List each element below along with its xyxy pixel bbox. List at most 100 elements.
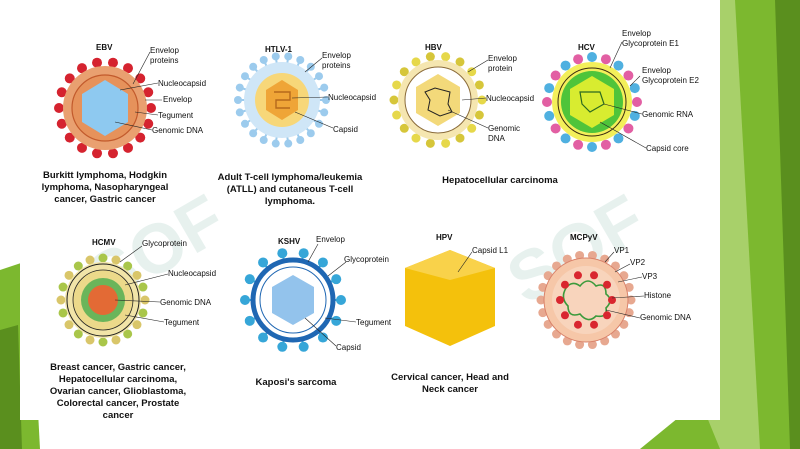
htlv1-spike [271,139,280,148]
hpv-caption-2: Neck cancer [422,384,478,395]
hcv-spike [560,133,571,144]
ebv-leader-5 [114,121,153,131]
ebv-spike [123,142,133,153]
htlv1-spike [296,55,305,64]
htlv1-spike [284,139,293,148]
virus-hcmv: HCMV Glycoprotein Nucleocapsid Genomic D… [50,238,216,421]
mcpyv-leader-3 [617,276,643,283]
hbv-spike [441,52,451,62]
virus-hbv: HBV Envelop protein Nucleocapsid Genomic… [389,43,559,186]
ebv-spike [56,87,67,98]
hbv-spike [399,123,409,133]
mcpyv-histone [590,320,599,329]
htlv1-spike [284,52,293,61]
mcpyv-histone [573,320,582,329]
ebv-spike [92,148,103,159]
ebv-spike [123,63,133,74]
hcv-leader-3 [603,103,643,115]
hcmv-spike [64,270,74,280]
ebv-spike [135,73,146,84]
hbv-label-protein: protein [488,64,512,73]
hcv-title: HCV [578,43,596,52]
ebv-label-envelop: Envelop [150,46,179,55]
hcmv-spike [98,337,108,347]
htlv1-spike [306,129,315,138]
hcmv-spike [85,255,95,265]
kshv-leader-1 [307,243,319,263]
mcpyv-label-vp2: VP2 [630,258,646,267]
hcv-spike [613,133,624,144]
kshv-leader-4 [304,317,337,347]
kshv-spike [317,332,328,343]
mcpyv-spike [536,295,546,305]
hcv-label-glycoprotein-e1: Glycoprotein E1 [622,39,679,48]
kshv-spike [317,257,328,268]
hbv-spike [425,52,435,62]
hcmv-leader-1 [119,245,143,263]
ebv-spike [64,73,75,84]
htlv1-spike [249,129,258,138]
mcpyv-histone [590,271,599,280]
hcmv-genomic-dna [88,285,118,315]
ebv-spike [107,148,118,159]
hcmv-caption-2: Hepatocellular carcinoma, [59,374,177,385]
ebv-label-tegument: Tegument [158,111,194,120]
hcv-capsid-core [570,76,614,128]
ebv-spike [54,103,64,113]
kshv-label-envelop: Envelop [316,235,345,244]
ebv-spike [77,63,87,74]
htlv1-spike [322,96,330,104]
ebv-caption-3: cancer, Gastric cancer [54,194,156,205]
htlv1-label-proteins: proteins [322,61,350,70]
kshv-leader-2 [327,261,347,277]
hbv-leader-1 [467,59,489,73]
kshv-spike [298,248,309,259]
hcv-genomic-rna [579,91,605,113]
kshv-label-glycoprotein: Glycoprotein [344,255,389,264]
ebv-label-genomic-dna: Genomic DNA [152,126,204,135]
hcmv-caption-3: Ovarian cancer, Glioblastoma, [50,386,186,397]
htlv1-caption-3: lymphoma. [265,196,315,207]
hbv-spike [411,133,421,143]
kshv-spike [258,332,269,343]
hbv-spike [467,123,477,133]
hcmv-caption-4: Colorectal cancer, Prostate [57,398,180,409]
ebv-label-proteins: proteins [150,56,178,65]
hcv-label-genomic-rna: Genomic RNA [642,110,694,119]
kshv-spike [336,295,346,305]
htlv1-spike [234,96,242,104]
hbv-label-genomic: Genomic [488,124,520,133]
virus-ebv: EBV Envelop proteins Nucleocapsid Envelo… [42,43,206,205]
hcmv-spike [138,282,148,292]
htlv1-spike [315,72,324,81]
mcpyv-leader-5 [605,309,641,319]
kshv-spike [240,295,250,305]
htlv1-spike [259,55,268,64]
virus-hcv: HCV Envelop Glycoprotein E1 Envelop Glyc… [542,29,699,153]
htlv1-title: HTLV-1 [265,45,293,54]
htlv1-label-nucleocapsid: Nucleocapsid [328,93,376,102]
hbv-spike [425,138,435,148]
kshv-spike [258,257,269,268]
hpv-capsid-facet [405,250,495,280]
ebv-leader-4 [134,111,159,116]
ebv-nucleocapsid [82,80,128,136]
mcpyv-genomic-dna [562,280,611,321]
kshv-spike [298,341,309,352]
hcv-spike [560,60,571,71]
htlv1-spike [320,83,329,92]
mcpyv-title: MCPyV [570,233,598,242]
kshv-spike [244,274,255,285]
hcv-label-capsid-core: Capsid core [646,144,689,153]
hcv-spike [587,142,597,152]
hbv-spike [477,95,487,105]
hcv-spike [587,52,597,62]
hcmv-envelope-ring [66,263,140,337]
hpv-label-capsid-l1: Capsid L1 [472,246,509,255]
htlv1-label-capsid: Capsid [333,125,358,134]
hcmv-label-nucleocapsid: Nucleocapsid [168,269,216,278]
hbv-spike [399,67,409,77]
hcmv-spike [132,270,142,280]
kshv-spike [331,274,342,285]
hcmv-leader-4 [124,314,165,323]
